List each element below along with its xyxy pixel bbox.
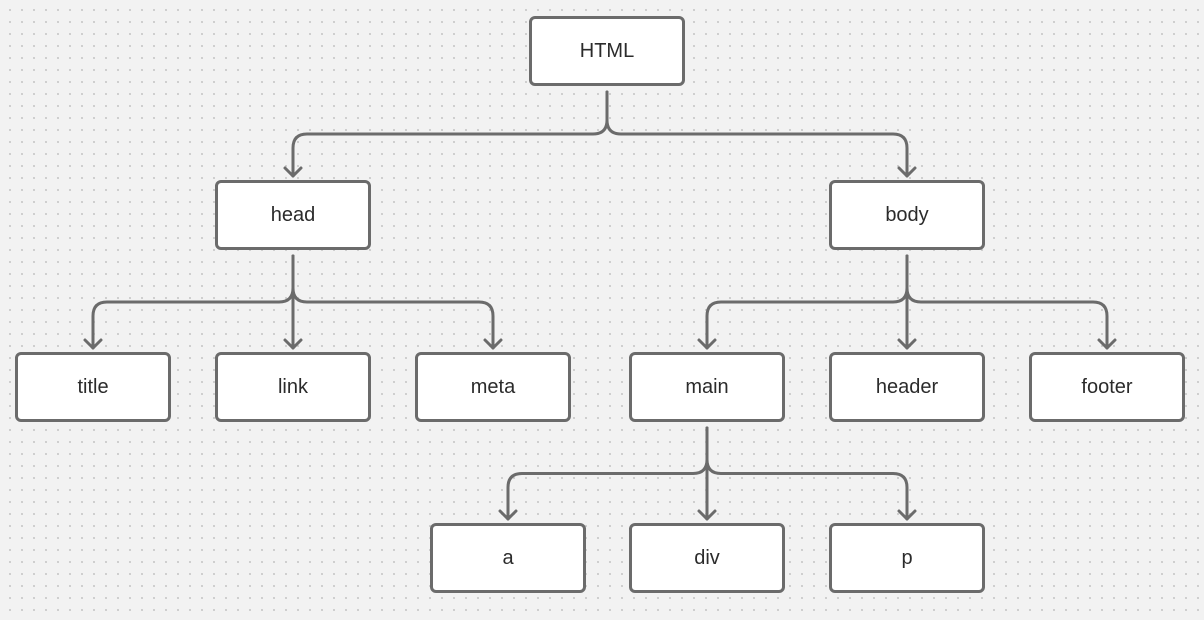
node-p[interactable]: p	[829, 523, 985, 593]
node-link[interactable]: link	[215, 352, 371, 422]
node-body-label: body	[885, 203, 929, 226]
node-html-label: HTML	[579, 39, 635, 62]
node-head[interactable]: head	[215, 180, 371, 250]
edge-main-to-a	[506, 426, 709, 521]
node-main-label: main	[685, 375, 729, 398]
edge-body-to-footer	[905, 254, 1109, 350]
node-header[interactable]: header	[829, 352, 985, 422]
node-link-label: link	[277, 375, 308, 398]
arrowhead-a	[498, 509, 518, 521]
node-header-label: header	[875, 375, 939, 398]
node-html[interactable]: HTML	[529, 16, 685, 86]
edge-html-to-head	[291, 90, 609, 178]
node-meta-label: meta	[470, 375, 516, 398]
arrowhead-p	[897, 509, 917, 521]
edge-html-to-body	[605, 90, 909, 178]
arrowhead-link	[283, 338, 303, 350]
node-body[interactable]: body	[829, 180, 985, 250]
arrowhead-header	[897, 338, 917, 350]
edge-main-to-p	[705, 426, 909, 521]
node-title[interactable]: title	[15, 352, 171, 422]
arrowhead-title	[83, 338, 103, 350]
node-meta[interactable]: meta	[415, 352, 571, 422]
arrowhead-head	[283, 166, 303, 178]
arrowhead-footer	[1097, 338, 1117, 350]
node-a-label: a	[502, 546, 514, 569]
node-title-label: title	[77, 375, 109, 398]
edge-head-to-meta	[291, 254, 495, 350]
node-a[interactable]: a	[430, 523, 586, 593]
edge-body-to-main	[705, 254, 909, 350]
node-footer-label: footer	[1081, 375, 1133, 398]
node-div[interactable]: div	[629, 523, 785, 593]
arrowhead-main	[697, 338, 717, 350]
arrowhead-div	[697, 509, 717, 521]
node-main[interactable]: main	[629, 352, 785, 422]
edge-head-to-title	[91, 254, 295, 350]
node-footer[interactable]: footer	[1029, 352, 1185, 422]
arrowhead-meta	[483, 338, 503, 350]
node-p-label: p	[901, 546, 913, 569]
node-head-label: head	[270, 203, 316, 226]
arrowhead-body	[897, 166, 917, 178]
node-div-label: div	[694, 546, 720, 569]
